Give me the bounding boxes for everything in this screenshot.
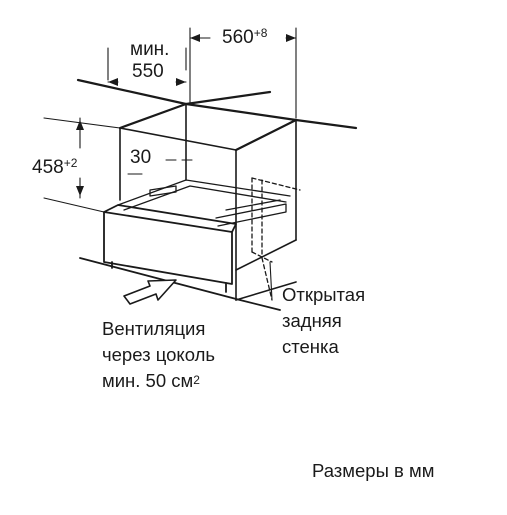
drawer-rails [117, 179, 291, 227]
height-dimension-label: 458+2 [32, 156, 78, 178]
ventilation-area-exponent: 2 [193, 373, 200, 387]
ventilation-line-3: мин. 50 см2 [102, 368, 215, 394]
ventilation-callout: Вентиляция через цоколь мин. 50 см2 [102, 316, 215, 394]
width-tolerance: +8 [253, 26, 268, 40]
open-back-wall-hidden [251, 177, 301, 301]
width-dimension-label: 560+8 [222, 26, 268, 48]
countertop [76, 78, 358, 152]
callout-leader [269, 261, 273, 301]
ventilation-arrow [123, 279, 177, 305]
ventilation-area-value: мин. 50 см [102, 370, 194, 391]
dimension-arrowheads [76, 34, 296, 196]
floor-line [79, 257, 281, 311]
units-note: Размеры в мм [312, 460, 435, 481]
depth-prefix-label: мин. [130, 39, 170, 60]
gap-dimension-label: 30 [130, 147, 152, 168]
open-back-wall-line-2: задняя [282, 310, 342, 331]
dimension-lines [43, 27, 297, 213]
width-value: 560 [222, 27, 254, 48]
ventilation-line-2: через цоколь [102, 344, 216, 365]
open-back-wall-line-1: Открытая [282, 284, 366, 305]
height-tolerance: +2 [63, 156, 78, 170]
cabinet-niche [119, 103, 297, 301]
ventilation-line-1: Вентиляция [102, 318, 206, 339]
open-back-wall-line-3: стенка [282, 336, 339, 357]
height-value: 458 [32, 157, 64, 178]
depth-value-label: 550 [132, 61, 164, 82]
open-back-wall-callout: Открытая задняя стенка [282, 282, 365, 360]
